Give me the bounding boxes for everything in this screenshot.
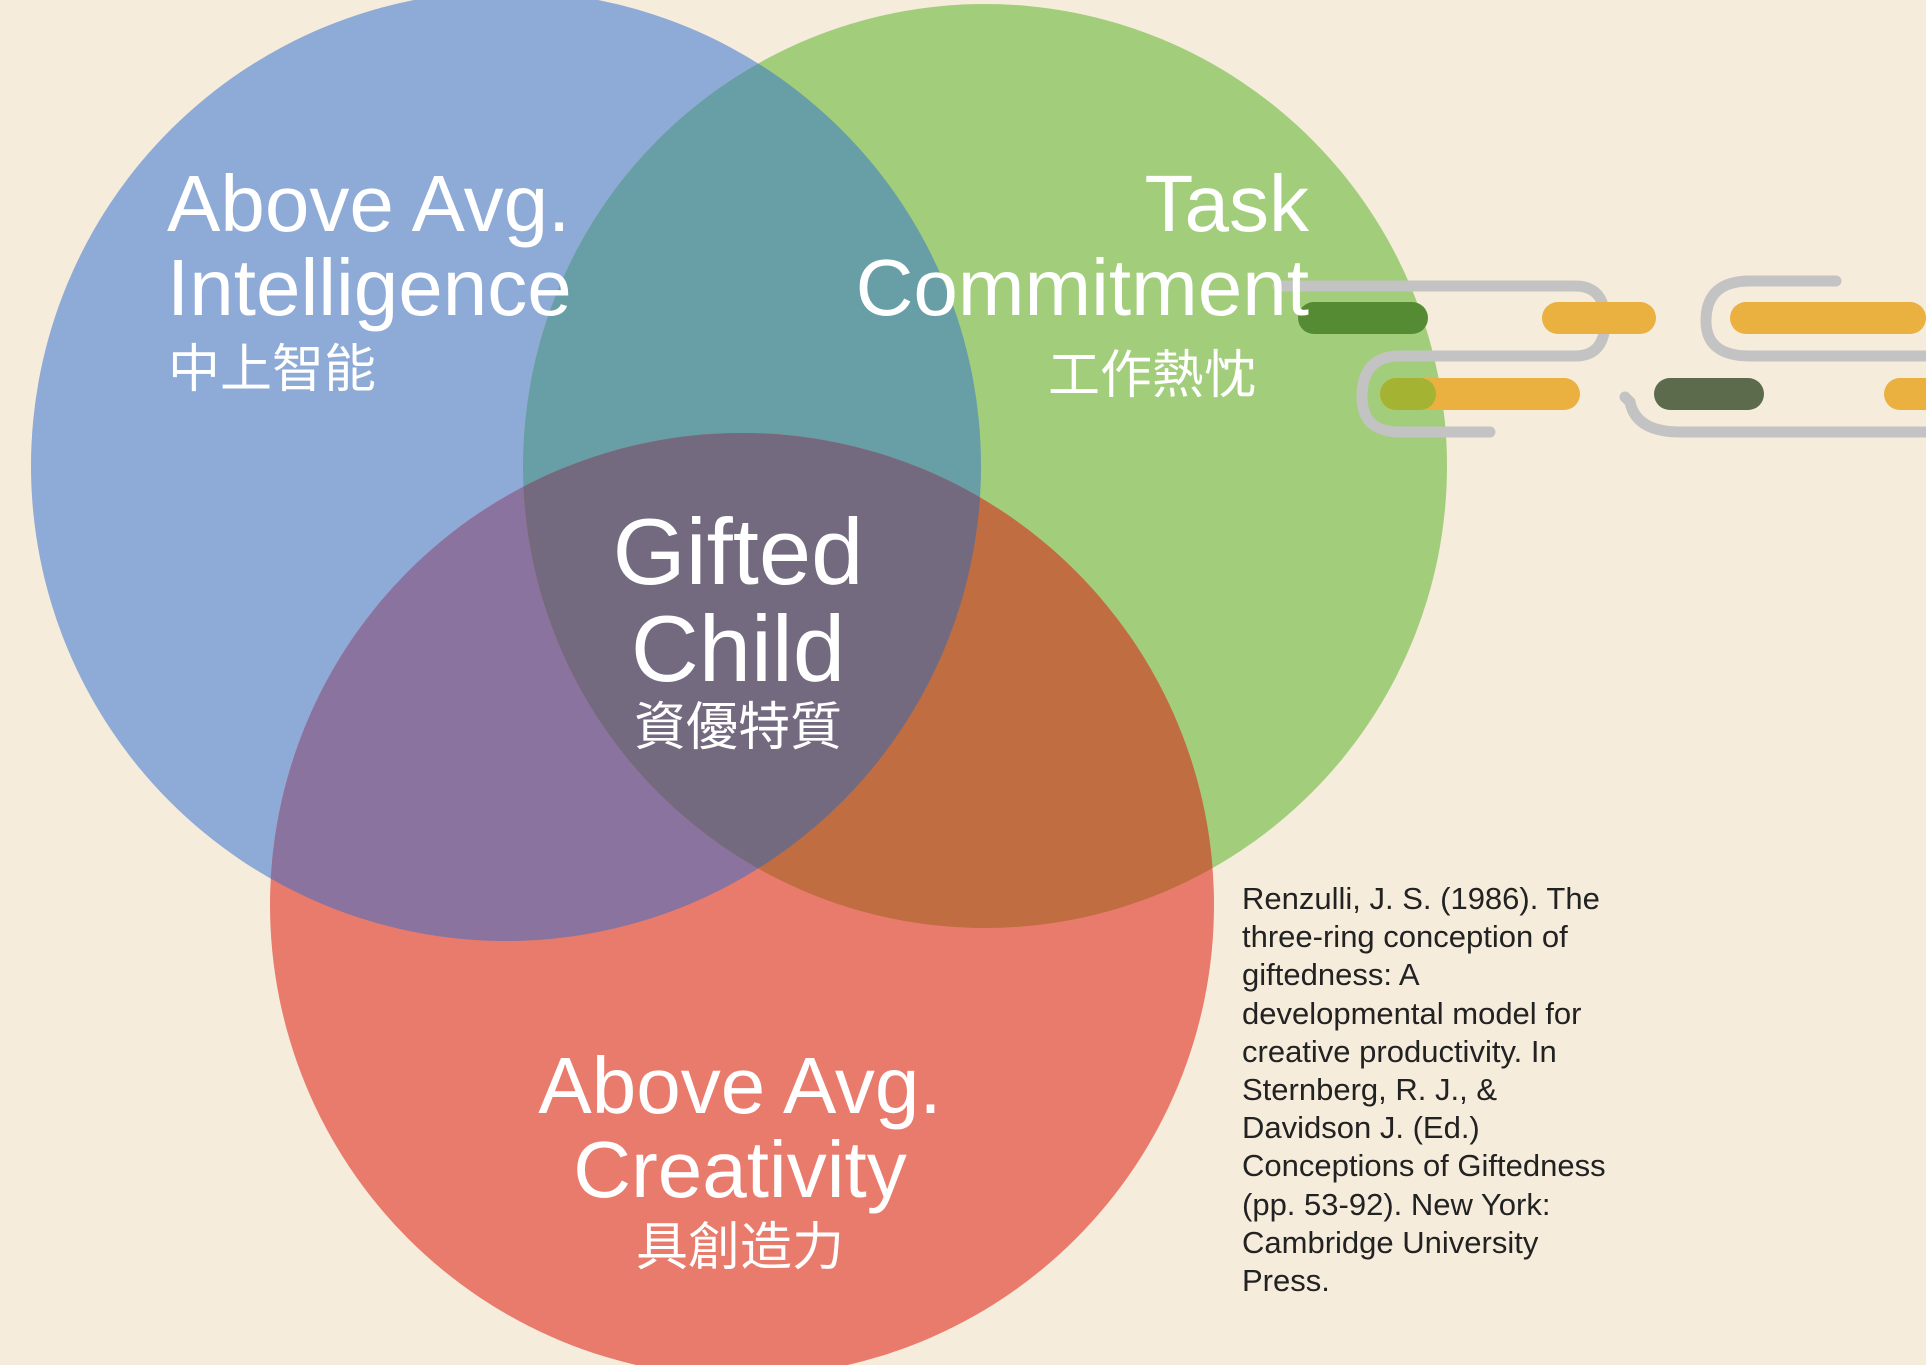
creativity-title-line1: Above Avg. [538, 1041, 942, 1130]
citation-line: (pp. 53-92). New York: [1242, 1186, 1551, 1222]
citation-line: Press. [1242, 1263, 1330, 1299]
intelligence-subtitle-zh: 中上智能 [168, 340, 377, 400]
task-commitment-title-line1: Task [1144, 159, 1310, 248]
gifted-child-title-line2: Child [630, 596, 846, 701]
citation-text: Renzulli, J. S. (1986). The three-ring c… [1242, 880, 1662, 1300]
creativity-subtitle-zh: 具創造力 [635, 1218, 844, 1278]
citation-line: Conceptions of Giftedness [1242, 1148, 1606, 1184]
citation-line: creative productivity. In [1242, 1033, 1557, 1069]
gifted-child-title-line1: Gifted [612, 499, 864, 604]
citation-line: developmental model for [1242, 995, 1582, 1031]
citation-line: giftedness: A [1242, 957, 1420, 993]
task-commitment-title-line2: Commitment [855, 243, 1309, 332]
intelligence-title-line2: Intelligence [167, 243, 572, 332]
task-commitment-subtitle-zh: 工作熱忱 [1048, 346, 1257, 406]
citation-line: Davidson J. (Ed.) [1242, 1110, 1480, 1146]
citation-line: Sternberg, R. J., & [1242, 1072, 1497, 1108]
creativity-title-line2: Creativity [573, 1125, 907, 1214]
citation-line: three-ring conception of [1242, 919, 1568, 955]
gifted-child-subtitle-zh: 資優特質 [633, 698, 842, 758]
paperclip-chain-decoration [1272, 275, 1926, 438]
intelligence-title-line1: Above Avg. [167, 159, 571, 248]
citation-line: Cambridge University [1242, 1224, 1539, 1260]
citation-line: Renzulli, J. S. (1986). The [1242, 881, 1600, 916]
